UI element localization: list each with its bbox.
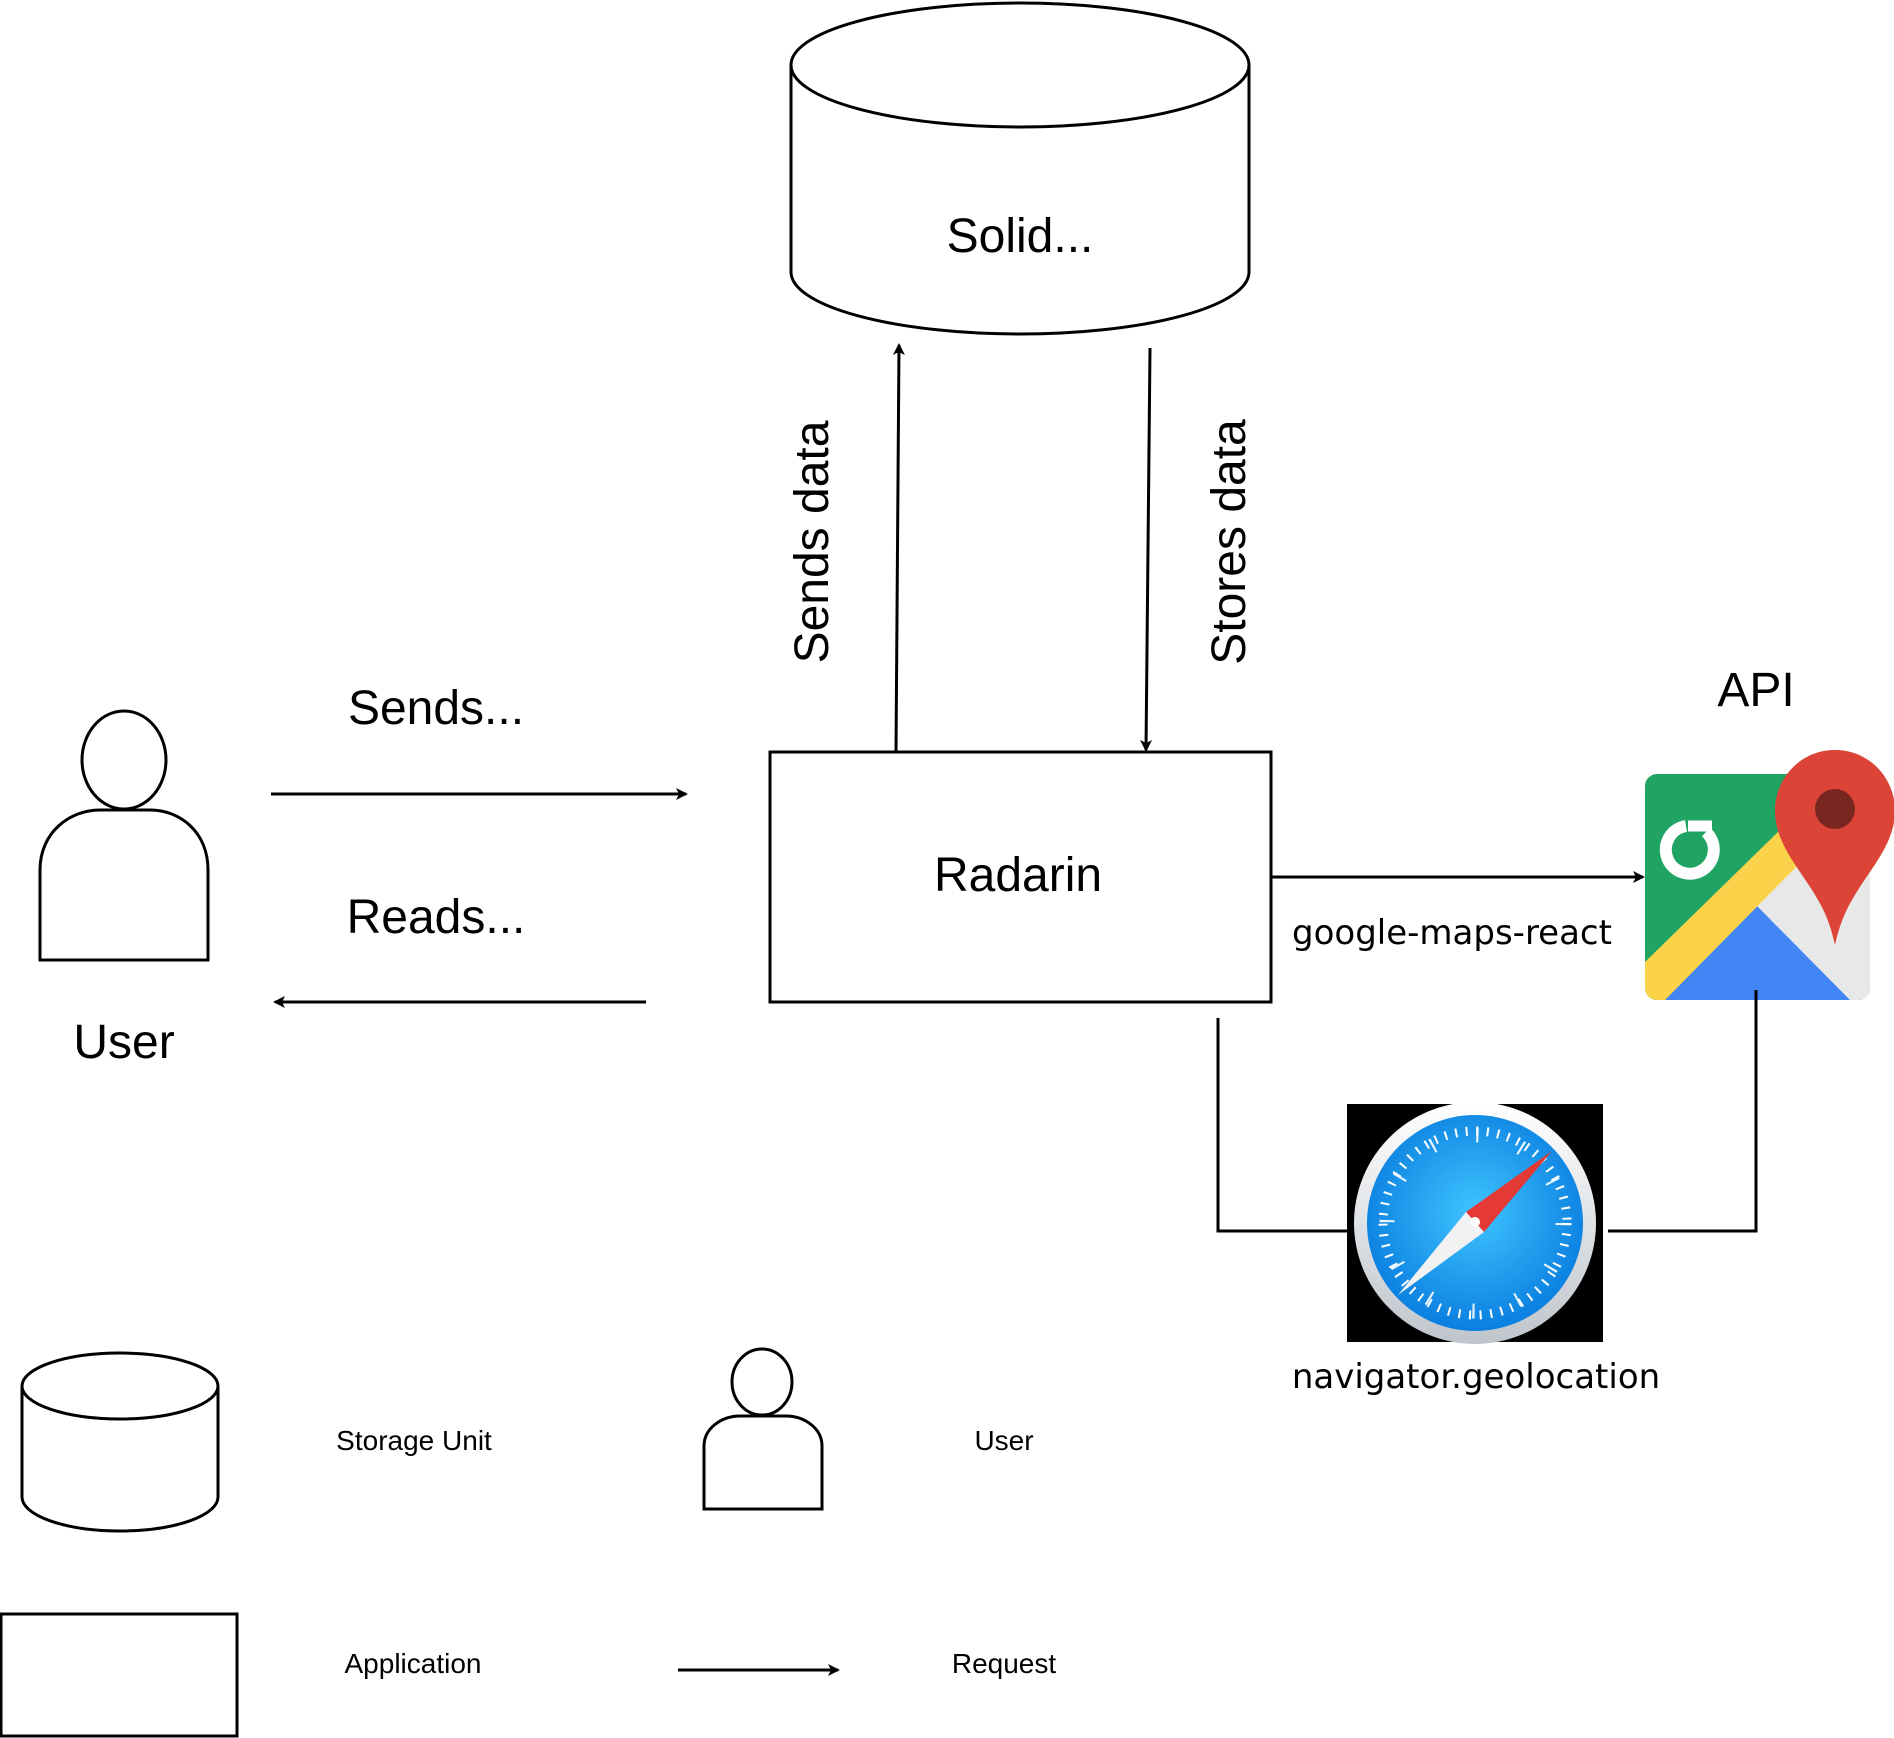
- arrow-storage-to-app: [1140, 347, 1153, 752]
- browser-label: navigator.geolocation: [1292, 1357, 1660, 1397]
- legend-storage-cylinder-icon: [20, 1386, 220, 1533]
- app-node[interactable]: Radarin: [768, 750, 1273, 1004]
- api-node[interactable]: API: [1645, 664, 1894, 1000]
- storage-node[interactable]: Solid...: [789, 1, 1251, 336]
- edge-app-to-user[interactable]: Reads...: [273, 891, 646, 1008]
- edge-label-sends: Sends...: [348, 682, 524, 735]
- app-label: Radarin: [934, 849, 1102, 902]
- edge-label-sends-data: Sends data: [786, 420, 839, 663]
- storage-cylinder-body: [789, 65, 1251, 336]
- legend: Storage Unit User Application Request: [0, 1347, 1056, 1738]
- user-node[interactable]: User: [38, 709, 210, 1069]
- edge-user-to-app[interactable]: Sends...: [271, 682, 688, 800]
- legend-user-actor-icon: [702, 1347, 824, 1511]
- legend-user: User: [702, 1347, 1034, 1511]
- app-box: [768, 750, 1273, 1004]
- legend-application: Application: [0, 1612, 482, 1738]
- legend-storage: Storage Unit: [20, 1351, 492, 1533]
- storage-label: Solid...: [947, 210, 1094, 263]
- edge-label-reads: Reads...: [347, 891, 526, 944]
- connector-browser-to-api: [1608, 990, 1758, 1233]
- api-label: API: [1717, 664, 1794, 717]
- geolocation-connectors: [1216, 990, 1758, 1233]
- edge-label-stores-data: Stores data: [1203, 419, 1256, 665]
- user-actor-icon: [38, 709, 210, 962]
- legend-request-label: Request: [952, 1648, 1057, 1679]
- safari-compass-icon: [1347, 1102, 1603, 1344]
- edge-app-to-api[interactable]: google-maps-react: [1271, 871, 1645, 953]
- legend-user-label: User: [974, 1425, 1033, 1456]
- arrow-app-to-storage: [892, 343, 905, 753]
- edge-app-to-storage[interactable]: Sends data: [786, 343, 905, 753]
- legend-application-box-icon: [0, 1612, 239, 1738]
- storage-cylinder-top: [789, 1, 1251, 129]
- legend-request: Request: [678, 1648, 1056, 1679]
- edge-storage-to-app[interactable]: Stores data: [1140, 347, 1256, 752]
- user-label: User: [73, 1016, 174, 1069]
- map-pin-icon: [1775, 750, 1894, 945]
- browser-node[interactable]: navigator.geolocation: [1292, 1102, 1660, 1397]
- edge-label-google-maps-react: google-maps-react: [1292, 913, 1612, 953]
- legend-application-label: Application: [345, 1648, 482, 1679]
- connector-app-to-browser: [1216, 1018, 1348, 1233]
- legend-storage-label: Storage Unit: [336, 1425, 492, 1456]
